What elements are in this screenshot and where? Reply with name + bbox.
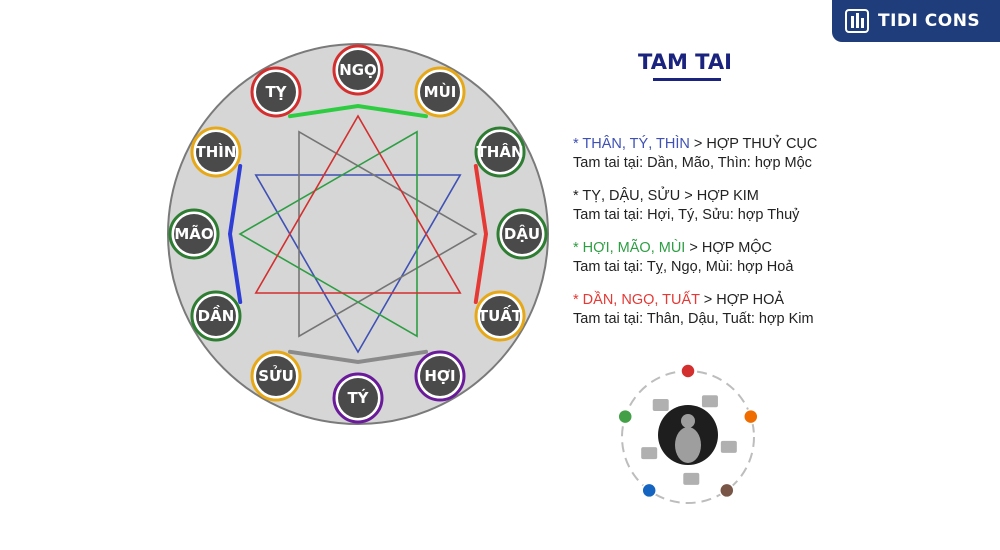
combination-result: > HỢP HOẢ	[699, 292, 785, 308]
token-disc	[174, 214, 214, 254]
combination-heading: * THÂN, TÝ, THÌN > HỢP THUỶ CỤC	[573, 135, 993, 154]
token-disc	[420, 71, 460, 112]
triangles-layer	[238, 114, 478, 354]
combination-list: * THÂN, TÝ, THÌN > HỢP THUỶ CỤC Tam tai …	[573, 135, 993, 343]
token-disc	[338, 50, 378, 90]
combination-detail: Tam tai tại: Tỵ, Ngọ, Mùi: hợp Hoả	[573, 259, 794, 275]
zodiac-token-ty-rat: TÝ	[332, 372, 384, 424]
combination-heading: * DẦN, NGỌ, TUẤT > HỢP HOẢ	[573, 291, 993, 310]
brand-logo[interactable]: TIDI CONS	[832, 0, 1000, 42]
zodiac-token-ngo: NGỌ	[332, 44, 384, 96]
combination-item: * DẦN, NGỌ, TUẤT > HỢP HOẢ Tam tai tại: …	[573, 291, 993, 329]
combination-heading: * HỢI, MÃO, MÙI > HỢP MỘC	[573, 239, 993, 258]
element-node	[719, 482, 735, 499]
zodiac-token-than: THÂN	[474, 126, 526, 178]
group-arc	[288, 103, 428, 119]
zodiac-label: SỬU	[258, 364, 294, 385]
zodiac-label: THÌN	[196, 142, 237, 161]
triangle-line	[298, 130, 478, 338]
group-arcs-layer	[227, 103, 489, 365]
combination-item: * HỢI, MÃO, MÙI > HỢP MỘC Tam tai tại: T…	[573, 239, 993, 277]
element-thumbnail	[652, 399, 669, 412]
token-disc	[195, 296, 236, 336]
zodiac-token-mao: MÃO	[168, 208, 220, 260]
element-thumbnail	[720, 440, 737, 453]
token-disc	[256, 71, 296, 112]
triangle-line	[254, 114, 462, 294]
zodiac-wheel-background	[167, 43, 549, 425]
meditation-head	[681, 414, 695, 428]
combination-detail: Tam tai tại: Hợi, Tý, Sửu: hợp Thuỷ	[573, 207, 800, 223]
element-thumbnail	[683, 472, 700, 485]
building-icon	[845, 9, 869, 33]
combination-item: * THÂN, TÝ, THÌN > HỢP THUỶ CỤC Tam tai …	[573, 135, 993, 173]
meditation-figure	[675, 427, 701, 463]
group-arc	[288, 349, 428, 365]
combination-result: > HỢP MỘC	[685, 240, 773, 256]
token-disc	[256, 356, 296, 397]
title-underline	[653, 78, 721, 81]
token-disc	[338, 378, 378, 418]
token-disc	[480, 296, 521, 336]
zodiac-tokens-layer: TỴ NGỌ MÙI THÂN DẬU TUẤT HỢI TÝ SỬU DẦN MÃO THÌN	[168, 44, 548, 424]
token-disc	[195, 132, 236, 172]
zodiac-token-ty-snake: TỴ	[250, 66, 302, 118]
token-disc	[502, 214, 542, 254]
zodiac-label: MÙI	[424, 82, 457, 101]
page-title: TAM TAI	[638, 50, 732, 74]
element-thumbnail	[641, 447, 658, 460]
five-elements-figure	[617, 363, 759, 504]
zodiac-token-tuat: TUẤT	[474, 290, 526, 342]
token-disc	[480, 132, 521, 172]
element-node	[617, 408, 633, 425]
brand-name: TIDI CONS	[878, 11, 981, 31]
zodiac-label: DẦN	[198, 304, 235, 325]
combination-heading: * TỴ, DẬU, SỬU > HỢP KIM	[573, 187, 993, 206]
zodiac-label: TÝ	[347, 388, 369, 407]
zodiac-token-hoi: HỢI	[414, 350, 466, 402]
zodiac-label: THÂN	[477, 142, 524, 161]
combination-detail: Tam tai tại: Thân, Dậu, Tuất: hợp Kim	[573, 311, 814, 327]
group-arc	[227, 164, 243, 304]
combination-result: > HỢP THUỶ CỤC	[689, 136, 818, 152]
element-node	[641, 482, 657, 499]
combination-animals: * THÂN, TÝ, THÌN	[573, 136, 690, 152]
zodiac-token-dan: DẦN	[190, 290, 242, 342]
zodiac-label: NGỌ	[339, 61, 377, 79]
token-disc	[420, 356, 460, 397]
zodiac-token-thin: THÌN	[190, 126, 242, 178]
zodiac-token-suu: SỬU	[250, 350, 302, 402]
zodiac-token-mui: MÙI	[414, 66, 466, 118]
element-thumbnail	[701, 395, 718, 408]
zodiac-label: HỢI	[424, 367, 455, 385]
zodiac-token-dau: DẬU	[496, 208, 548, 260]
zodiac-label: TỴ	[265, 83, 287, 101]
zodiac-label: MÃO	[174, 224, 213, 243]
combination-animals: * DẦN, NGỌ, TUẤT	[573, 292, 700, 308]
combination-item: * TỴ, DẬU, SỬU > HỢP KIM Tam tai tại: Hợ…	[573, 187, 993, 225]
zodiac-label: TUẤT	[478, 304, 523, 325]
zodiac-label: DẬU	[504, 223, 540, 243]
triangle-line	[254, 174, 462, 354]
triangle-line	[238, 130, 418, 338]
element-node	[680, 363, 696, 379]
combination-animals: * HỢI, MÃO, MÙI	[573, 240, 686, 256]
combination-result: > HỢP KIM	[680, 188, 759, 204]
combination-animals: * TỴ, DẬU, SỬU	[573, 188, 681, 204]
combination-detail: Tam tai tại: Dần, Mão, Thìn: hợp Mộc	[573, 155, 812, 171]
group-arc	[473, 164, 489, 304]
element-node	[743, 408, 759, 425]
